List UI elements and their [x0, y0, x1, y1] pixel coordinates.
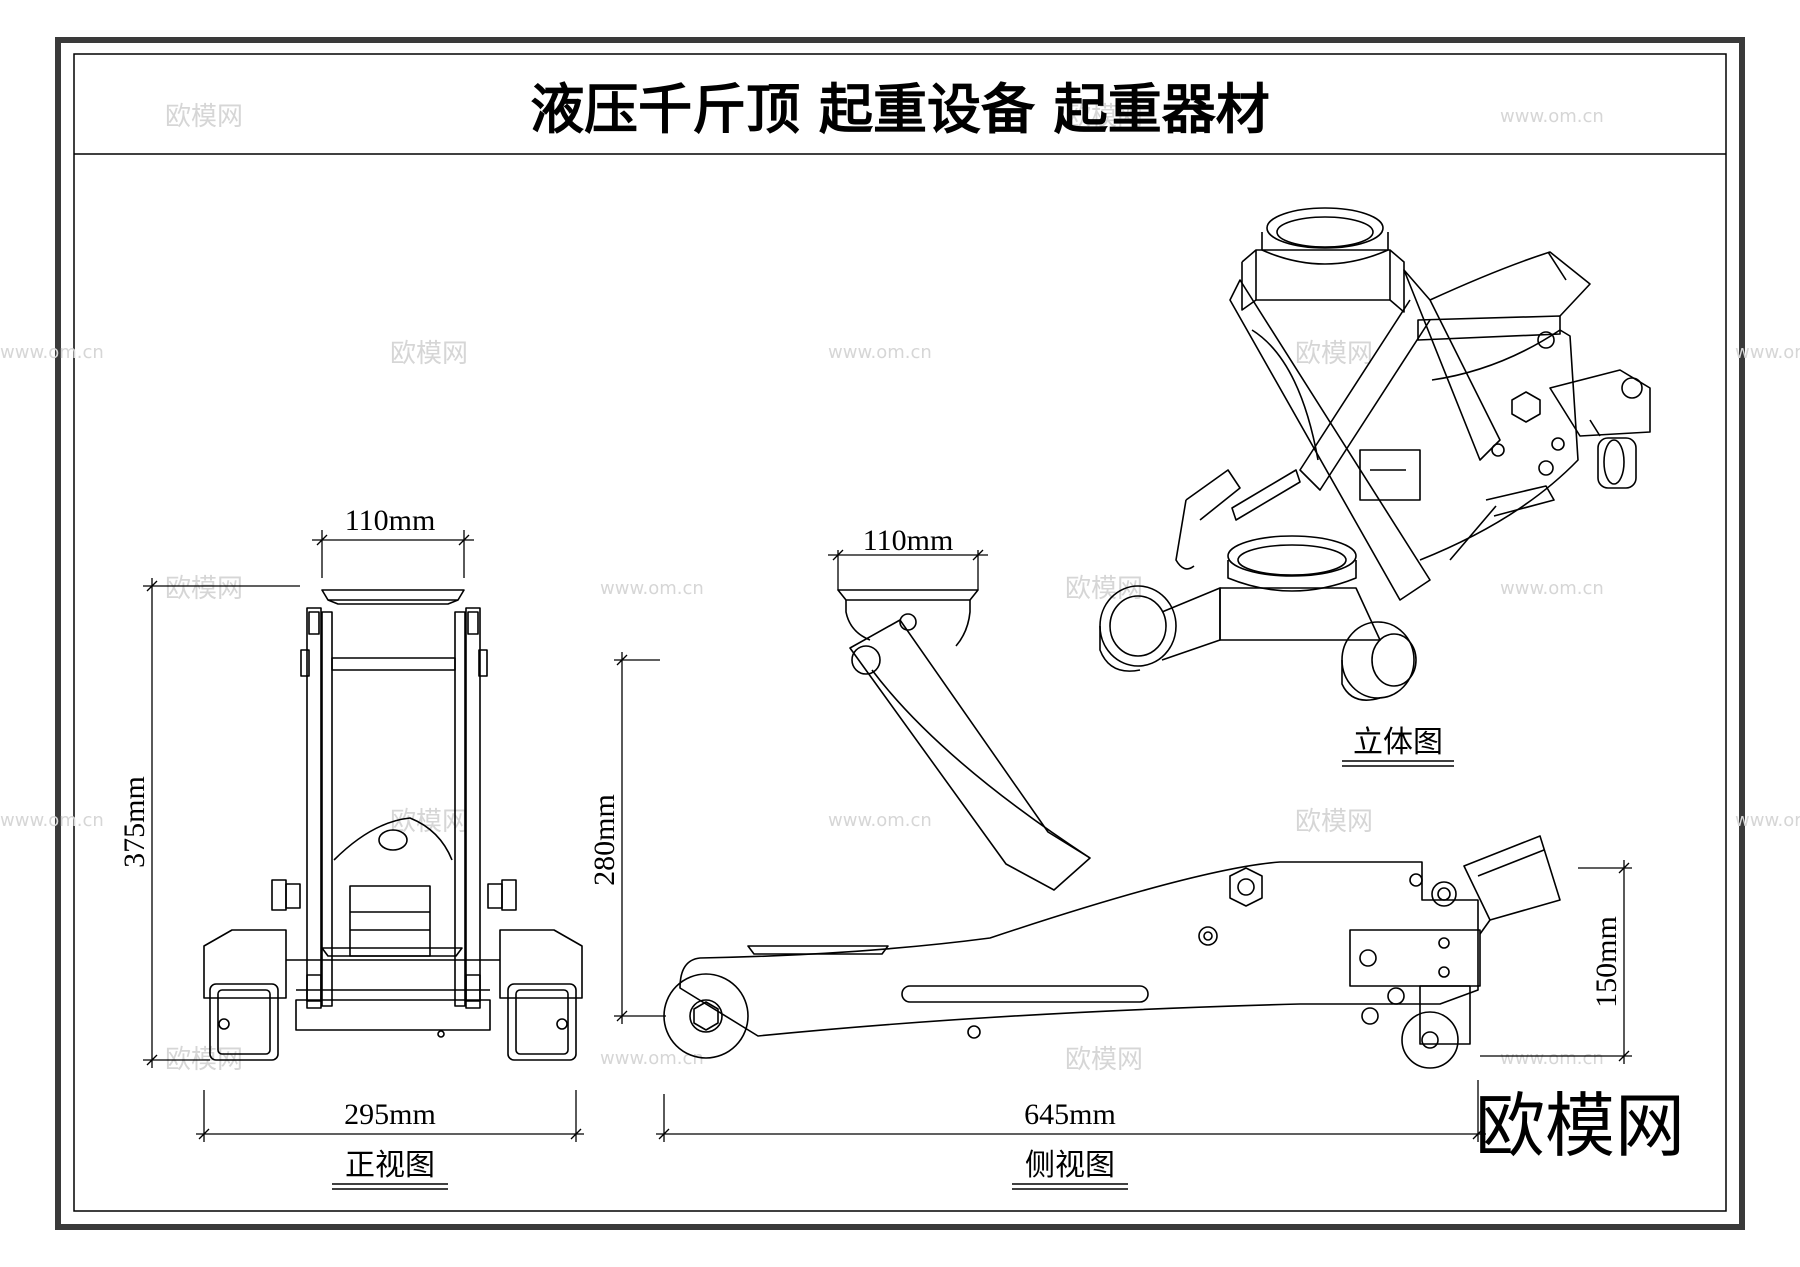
watermark: www.om.cn [828, 810, 932, 831]
brand-logo: 欧模网 [1475, 1085, 1685, 1167]
watermark: www.om.cn [1735, 342, 1800, 363]
side-view [663, 589, 1561, 1069]
side-right-dimension: 150mm [1590, 916, 1623, 1008]
watermark: 欧模网 [1065, 1045, 1143, 1075]
watermark: www.om.cn [0, 810, 104, 831]
watermark: 欧模网 [390, 339, 468, 369]
watermark: www.om.cn [600, 1048, 704, 1069]
side-dimensions [614, 549, 1632, 1142]
side-height-dimension: 280mm [588, 794, 621, 886]
front-view [203, 589, 583, 1061]
iso-view-label: 立体图 [1353, 725, 1443, 760]
front-height-dimension: 375mm [118, 776, 151, 868]
front-view-label: 正视图 [345, 1148, 435, 1183]
watermark: 欧模网 [1065, 102, 1143, 132]
watermark: 欧模网 [1295, 807, 1373, 837]
front-top-dimension: 110mm [345, 504, 436, 537]
watermark: www.om.cn [1500, 106, 1604, 127]
watermark: www.om.cn [600, 578, 704, 599]
outer-frame [55, 37, 1745, 1230]
front-dimensions [143, 530, 584, 1142]
side-view-label: 侧视图 [1025, 1148, 1115, 1183]
side-top-dimension: 110mm [863, 524, 954, 557]
front-width-dimension: 295mm [344, 1098, 436, 1131]
inner-frame [73, 53, 1727, 1212]
watermark: 欧模网 [165, 574, 243, 604]
iso-view [1099, 207, 1651, 701]
watermark: www.om.cn [828, 342, 932, 363]
watermark: www.om.cn [1500, 1048, 1604, 1069]
page-title: 液压千斤顶 起重设备 起重器材 [530, 78, 1270, 141]
side-length-dimension: 645mm [1024, 1098, 1116, 1131]
watermark: 欧模网 [1295, 339, 1373, 369]
watermark: www.om.cn [1735, 810, 1800, 831]
watermark: 欧模网 [165, 102, 243, 132]
watermark: www.om.cn [1500, 578, 1604, 599]
watermark: www.om.cn [0, 342, 104, 363]
watermark-layer: 欧模网 欧模网 www.om.cn 欧模网 www.om.cn 欧模网 www.… [0, 102, 1800, 1075]
watermark: 欧模网 [1065, 574, 1143, 604]
